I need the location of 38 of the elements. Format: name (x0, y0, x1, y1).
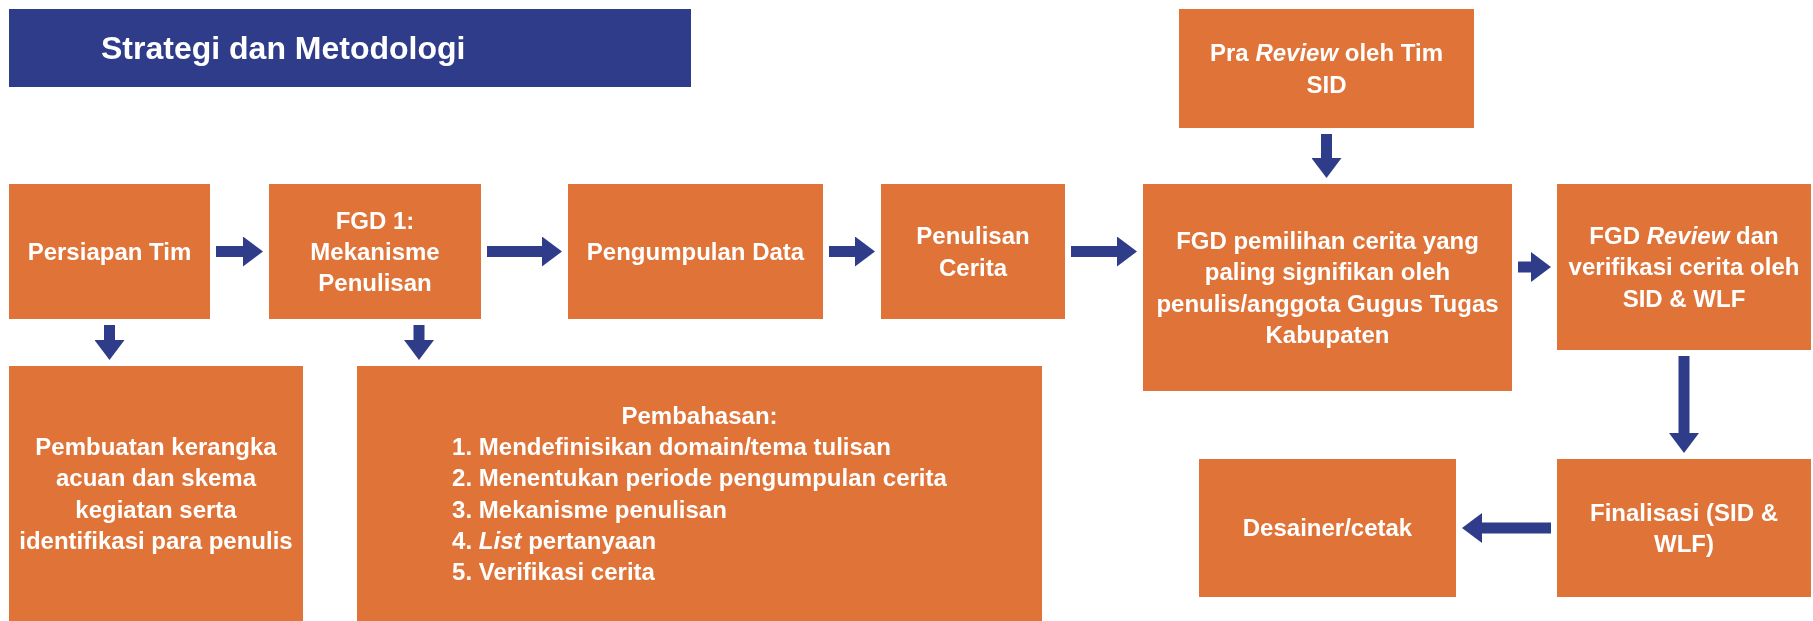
list-item: 4. List pertanyaan (452, 525, 657, 556)
box-label: Persiapan Tim (27, 236, 192, 267)
arrow (1518, 252, 1551, 282)
arrow (487, 236, 562, 267)
box-label: Finalisasi (SID & WLF) (1588, 497, 1780, 559)
process-box (1557, 459, 1811, 597)
process-box (269, 184, 481, 319)
box-label: Penulisan Cerita (915, 221, 1031, 283)
box-label: Pra Review oleh Tim SID (1209, 38, 1444, 100)
list-item: 2. Menentukan periode pengumpulan cerita (452, 463, 947, 494)
arrow (829, 236, 875, 267)
process-box (9, 184, 210, 319)
process-box (1143, 184, 1512, 391)
box-label: FGD 1: Mekanisme Penulisan (309, 205, 441, 299)
arrow (404, 325, 434, 360)
arrow (94, 325, 125, 360)
process-box (1557, 184, 1811, 350)
arrow (216, 236, 263, 267)
box-label: Pengumpulan Data (586, 236, 805, 267)
process-box (9, 366, 303, 621)
box-label: Pembuatan kerangka acuan dan skema kegiatan serta identifikasi para penulis (19, 432, 293, 556)
list-item: 5. Verifikasi cerita (452, 556, 655, 587)
arrow (1669, 356, 1699, 453)
process-box (568, 184, 823, 319)
process-box (357, 366, 1042, 621)
process-box (1199, 459, 1456, 597)
box-label: Desainer/cetak (1242, 513, 1413, 544)
title-banner: Strategi dan Metodologi (9, 9, 691, 87)
box-label: FGD pemilihan cerita yang paling signifikan oleh penulis/anggota Gugus Tugas Kabupaten (1155, 226, 1500, 350)
box-label: FGD Review dan verifikasi cerita oleh SID & WLF (1567, 221, 1801, 314)
arrow (1071, 236, 1137, 267)
process-box (1179, 9, 1474, 128)
arrow (1462, 513, 1551, 543)
process-box (881, 184, 1065, 319)
box-heading: Pembahasan: (621, 400, 778, 431)
list-item: 3. Mekanisme penulisan (452, 494, 727, 525)
arrow (1311, 134, 1342, 178)
list-item: 1. Mendefinisikan domain/tema tulisan (452, 432, 891, 463)
